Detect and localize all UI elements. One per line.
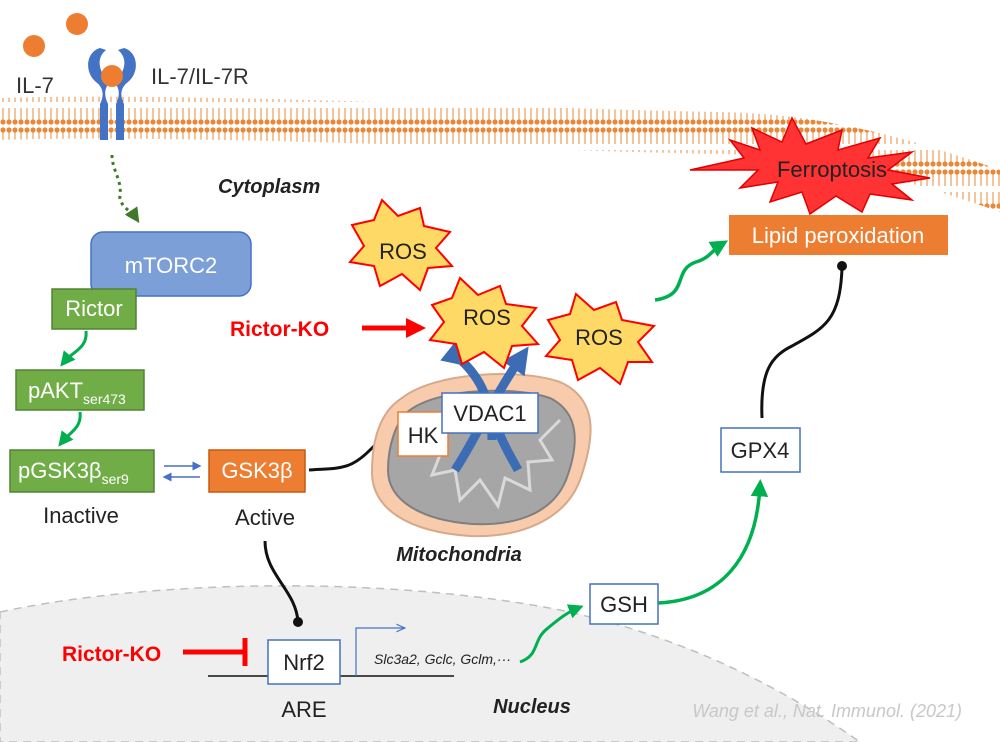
il7-ligand (66, 13, 88, 35)
hk-label: HK (408, 423, 439, 448)
lipid-peroxidation-box (729, 215, 948, 255)
citation-label: Wang et al., Nat. Immunol. (2021) (692, 701, 962, 721)
nrf2-label: Nrf2 (283, 650, 325, 675)
ros-lipid-arrow (654, 240, 729, 302)
il7-ligand (101, 65, 123, 87)
gsh-box (589, 583, 659, 625)
target-genes-label: Slc3a2, Gclc, Gclm,··· (374, 651, 511, 667)
are-label: ARE (281, 697, 326, 722)
gsh-gpx4-arrow (657, 479, 769, 605)
link-dot (293, 617, 303, 627)
arrow-rictor-pakt (60, 330, 88, 367)
pakt-box (15, 369, 145, 411)
nrf2-box (267, 639, 341, 685)
ros-star (348, 198, 455, 292)
pgsk3b-box (9, 449, 155, 493)
gsk3b-box (208, 449, 306, 493)
ros-label: ROS (379, 239, 427, 264)
il7-receptor (88, 48, 136, 140)
il7-label: IL-7 (16, 73, 54, 98)
hk-box (397, 411, 449, 457)
mitochondria-label: Mitochondria (396, 544, 522, 566)
signal-arrow (110, 154, 140, 223)
gsk3b-label: GSK3β (221, 458, 292, 483)
vdac1-label: VDAC1 (453, 401, 526, 426)
rictor-box (51, 288, 137, 330)
ros-label: ROS (575, 325, 623, 350)
inactive-label: Inactive (43, 503, 119, 528)
il7r-label: IL-7/IL-7R (151, 64, 249, 89)
cytoplasm-label: Cytoplasm (218, 176, 320, 198)
gpx4-label: GPX4 (731, 438, 790, 463)
pakt-label: pAKTser473 (28, 378, 126, 407)
il7-ligand (23, 35, 45, 57)
gsk3b-nrf2-link (263, 540, 300, 623)
mtorc2-label: mTORC2 (125, 253, 218, 278)
ros-star (544, 292, 657, 386)
arrow-pakt-pgsk (58, 411, 82, 447)
gsh-label: GSH (600, 592, 648, 617)
transcription-arrow (355, 628, 404, 676)
ferroptosis-label: Ferroptosis (777, 157, 887, 182)
ros-label: ROS (463, 305, 511, 330)
lipid-peroxidation-label: Lipid peroxidation (752, 223, 924, 248)
rictor-label: Rictor (65, 296, 122, 321)
pgsk3b-label: pGSK3βser9 (18, 458, 129, 487)
ros-star (428, 276, 541, 370)
cell-membrane (0, 96, 1000, 212)
ferroptosis-burst (689, 116, 931, 216)
mtorc2-box (90, 231, 252, 297)
link-dot (837, 261, 847, 271)
nucleus-label: Nucleus (493, 696, 571, 718)
genes-gsh-arrow (519, 604, 584, 664)
rictor-ko-label: Rictor-KO (62, 643, 161, 666)
rictor-ko-label: Rictor-KO (230, 318, 329, 341)
nucleus-region (0, 585, 862, 742)
active-label: Active (235, 505, 295, 530)
gpx4-box (720, 427, 801, 473)
gpx4-lipid-link (760, 267, 844, 419)
vdac1-box (441, 392, 539, 434)
